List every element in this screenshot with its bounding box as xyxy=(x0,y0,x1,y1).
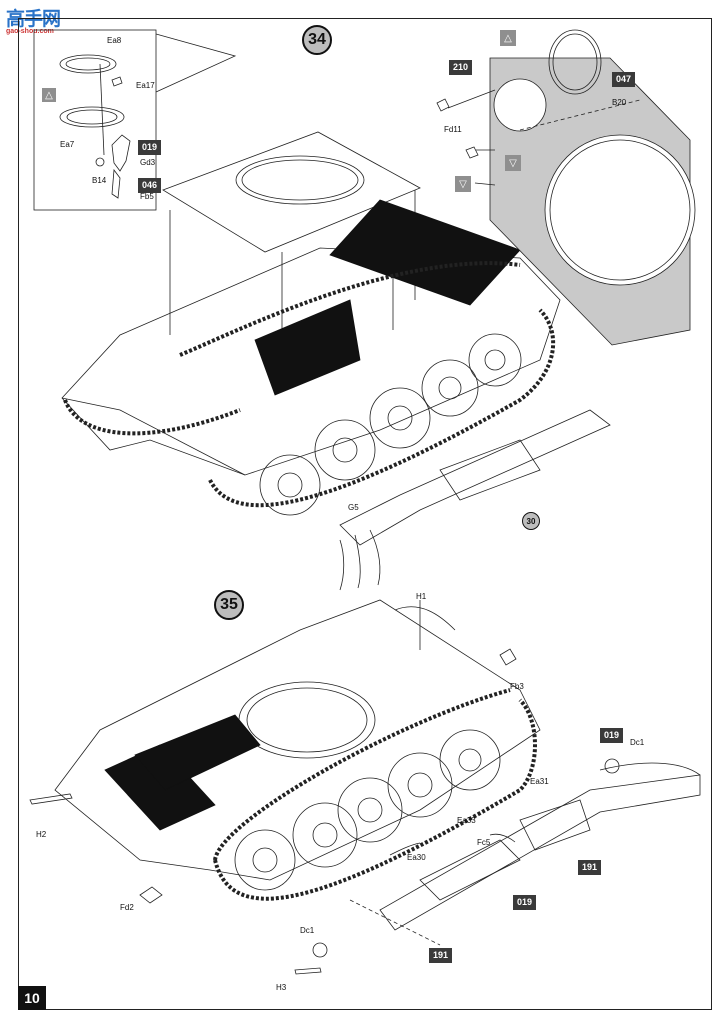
watermark-url: gao-shou.com xyxy=(6,28,54,35)
label-fd2: Fd2 xyxy=(120,903,134,912)
label-g5: G5 xyxy=(348,503,359,512)
label-ea31: Ea31 xyxy=(530,777,549,786)
page-number: 10 xyxy=(18,986,46,1010)
label-fd11: Fd11 xyxy=(444,125,462,134)
watermark-logo: 高手网 gao-shou.com xyxy=(4,4,70,38)
label-h2: H2 xyxy=(36,830,47,839)
watermark-text: 高手网 xyxy=(6,9,61,30)
label-h1: H1 xyxy=(416,592,427,601)
ref-step-30-number: 30 xyxy=(526,516,536,526)
label-ea17: Ea17 xyxy=(136,81,155,90)
paint-tag-210: 210 xyxy=(449,60,473,75)
paint-tag-191-right: 191 xyxy=(578,860,602,875)
paint-tag-046: 046 xyxy=(138,178,162,193)
label-gd3: Gd3 xyxy=(140,158,156,167)
paint-tag-019-mid: 019 xyxy=(513,895,537,910)
paint-tag-019: 019 xyxy=(138,140,162,155)
glue-icon: ▽ xyxy=(505,155,521,171)
label-h3: H3 xyxy=(276,983,287,992)
paint-tag-047: 047 xyxy=(612,72,636,87)
label-ea8: Ea8 xyxy=(107,36,122,45)
label-dc1-right: Dc1 xyxy=(630,738,645,747)
glue-icon: ▽ xyxy=(455,176,471,192)
label-fb3: Fb3 xyxy=(510,682,524,691)
ref-step-30-badge: 30 xyxy=(522,512,540,530)
label-ea7: Ea7 xyxy=(60,140,75,149)
glue-icon: △ xyxy=(500,30,516,46)
paint-tag-191-left: 191 xyxy=(429,948,453,963)
label-ea33: Ea33 xyxy=(457,816,476,825)
detail-inset-box xyxy=(33,29,157,211)
step-35-badge: 35 xyxy=(214,590,244,620)
step-34-badge: 34 xyxy=(302,25,332,55)
label-b20: B20 xyxy=(612,98,627,107)
step-35-number: 35 xyxy=(220,596,238,613)
label-fb5: Fb5 xyxy=(140,192,154,201)
label-ea30: Ea30 xyxy=(407,853,426,862)
glue-icon: △ xyxy=(42,88,56,102)
paint-tag-019-right: 019 xyxy=(600,728,624,743)
page-frame xyxy=(18,18,712,1010)
step-34-number: 34 xyxy=(308,31,326,48)
label-dc1-left: Dc1 xyxy=(300,926,315,935)
label-b14: B14 xyxy=(92,176,107,185)
label-fc5: Fc5 xyxy=(477,838,491,847)
